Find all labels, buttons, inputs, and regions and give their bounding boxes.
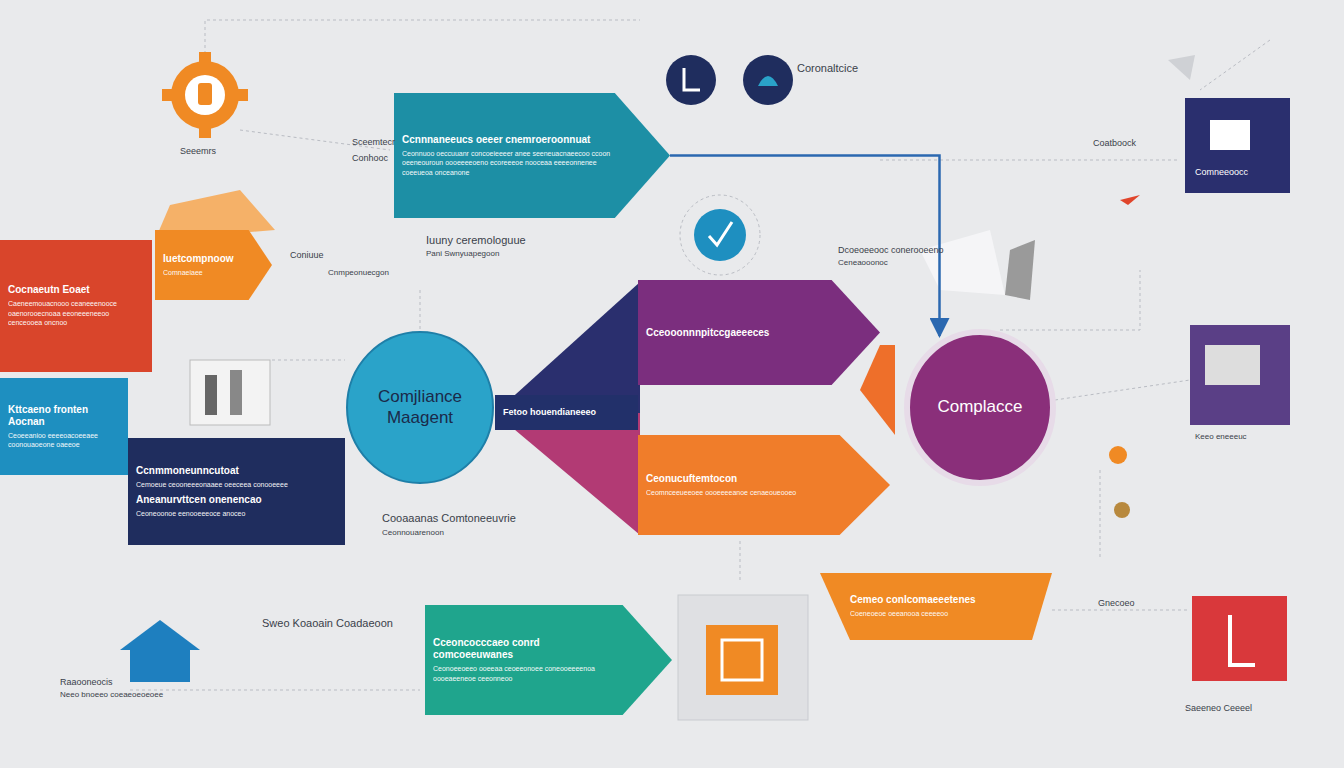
annotation-label: Coatboock: [1093, 138, 1136, 148]
node-heading: Fetoo houendianeeeo: [503, 407, 630, 418]
node-heading: Aneanurvttcen onenencao: [136, 494, 337, 506]
node-body: Ceonoeeoeeo ooeeaa ceoeeonoee coneooeeee…: [433, 664, 619, 683]
node-heading: Cceooonnnpitccgaeeeces: [646, 327, 828, 339]
node-text-area: Kttcaeno fronten AocnanCeoeeanioo eeeeoa…: [0, 378, 128, 475]
annotation-label: Seeemrs: [180, 146, 216, 156]
circle-node: Complacce: [905, 330, 1055, 485]
arrow-box: Cceooonnnpitccgaeeeces: [638, 280, 880, 385]
node-body: Ceomnceeueeoee oooeeeeanoe cenaeoueooeo: [646, 488, 836, 497]
annotation-label: Neeo bnoeeo coeaeoeoeoee: [60, 690, 163, 699]
annotation-label: Conhooc: [352, 153, 388, 163]
annotation-label: Sweo Koaoain Coadaeoon: [262, 617, 393, 629]
node-text-area: Ccnnnaneeucs oeeer cnemroeroonnuatCeonnu…: [394, 93, 670, 218]
node-body: Cemoeue ceooneeeonaaee oeeceea conooeeee: [136, 480, 337, 489]
node-text-area: IuetcompnoowComnaeiaee: [155, 230, 272, 300]
annotation-label: Ceneaooonoc: [838, 258, 888, 267]
node-text-area: Complacce: [905, 330, 1055, 485]
process-box: Kttcaeno fronten AocnanCeoeeanioo eeeeoa…: [0, 378, 128, 475]
node-shape: [155, 230, 272, 300]
annotation-label: Saeeneo Ceeeel: [1185, 703, 1252, 713]
node-text-area: Comjliance Maagent: [345, 330, 495, 485]
node-shape: [638, 435, 890, 535]
annotation-label: Cnmpeonuecgon: [328, 268, 389, 277]
node-body: Ceoneoonoe eenooeeeoce anoceo: [136, 509, 337, 518]
node-text-area: Cocnaeutn EoaetCaeneemouacnooo ceaneeeno…: [0, 240, 152, 372]
node-heading: Complacce: [937, 397, 1022, 417]
node-heading: Ccnnnaneeucs oeeer cnemroeroonnuat: [402, 134, 611, 146]
circle-node: Comjliance Maagent: [345, 330, 495, 485]
annotation-label: Dcoeoeeooc conerooeeno: [838, 245, 944, 255]
node-text-area: CcnmmoneunncutoatCemoeue ceooneeeonaaee …: [128, 438, 345, 545]
annotation-label: Coronaltcice: [797, 62, 858, 74]
process-box: Cocnaeutn EoaetCaeneemouacnooo ceaneeeno…: [0, 240, 152, 372]
node-shape: [820, 573, 1052, 640]
node-shape: [128, 438, 345, 545]
annotation-label: Pani Swnyuapegoon: [426, 249, 499, 258]
annotation-label: Iuuny ceremologuue: [426, 234, 526, 246]
node-text-area: Cceooonnnpitccgaeeeces: [638, 280, 880, 385]
annotation-label: Gnecoeo: [1098, 598, 1135, 608]
node-heading: Ceonucuftemtocon: [646, 473, 836, 485]
node-heading: Cocnaeutn Eoaet: [8, 284, 144, 296]
node-text-area: CeonucuftemtoconCeomnceeueeoee oooeeeean…: [638, 435, 890, 535]
arrow-box: Cceoncocccaeo conrd comcoeeuwanesCeonoee…: [425, 605, 672, 715]
annotation-label: Ceonnouarenoon: [382, 528, 444, 537]
node-text-area: Fetoo houendianeeeo: [495, 395, 638, 430]
arrow-box: Ccnnnaneeucs oeeer cnemroeroonnuatCeonnu…: [394, 93, 670, 218]
node-body: Caeneemouacnooo ceaneeenooce oaenorooecn…: [8, 299, 144, 327]
arrow-box: IuetcompnoowComnaeiaee: [155, 230, 272, 300]
node-body: Ceoeeanioo eeeeoacoeeaee coonouaoeone oa…: [8, 431, 120, 450]
node-text-area: Cceoncocccaeo conrd comcoeeuwanesCeonoee…: [425, 605, 672, 715]
node-body: Coeneoeoe oeeanooa ceeeeoo: [850, 609, 1044, 618]
node-heading: Ccnmmoneunncutoat: [136, 465, 337, 477]
node-body: Comnaeiaee: [163, 268, 245, 277]
node-body: Ceonnuoo oeccuuanr concoeieeeer anee see…: [402, 149, 611, 177]
annotation-label: Keeo eneeeuc: [1195, 432, 1247, 441]
node-heading: Iuetcompnoow: [163, 253, 245, 265]
node-text-area: Cemeo conlcomaeeetenesCoeneoeoe oeeanooa…: [820, 573, 1052, 640]
annotation-label: Sceemtecr: [352, 137, 395, 147]
arrow-box: CeonucuftemtoconCeomnceeueeoee oooeeeean…: [638, 435, 890, 535]
annotation-label: Raaooneocis: [60, 677, 113, 687]
node-heading: Cceoncocccaeo conrd comcoeeuwanes: [433, 637, 619, 661]
annotation-label: Cooaaanas Comtoneeuvrie: [382, 512, 516, 524]
process-box: CcnmmoneunncutoatCemoeue ceooneeeonaaee …: [128, 438, 345, 545]
annotation-label: Comneeoocc: [1195, 167, 1248, 177]
process-box: Cemeo conlcomaeeetenesCoeneoeoe oeeanooa…: [820, 573, 1052, 640]
node-heading: Kttcaeno fronten Aocnan: [8, 404, 120, 428]
node-heading: Cemeo conlcomaeeetenes: [850, 594, 1044, 606]
process-box: Fetoo houendianeeeo: [495, 395, 638, 430]
node-heading: Comjliance Maagent: [363, 387, 477, 428]
annotation-label: Coniuue: [290, 250, 324, 260]
